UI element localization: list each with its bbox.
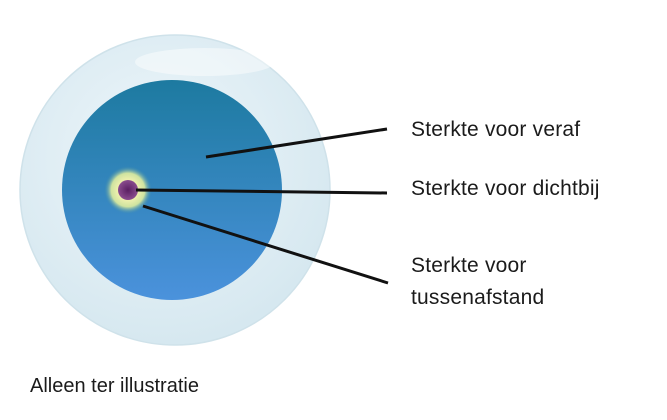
lens-highlight — [135, 48, 275, 76]
leader-line-far — [205, 127, 388, 159]
label-far-power: Sterkte voor veraf — [411, 118, 581, 141]
label-intermediate-line1: Sterkte voor — [411, 254, 527, 277]
label-near-power: Sterkte voor dichtbij — [411, 177, 600, 200]
leader-line-near — [135, 188, 388, 195]
illustration-caption: Alleen ter illustratie — [30, 375, 199, 397]
label-intermediate-line2: tussenafstand — [411, 286, 545, 309]
near-zone-center — [118, 180, 138, 200]
leader-line-intermediate — [142, 204, 389, 285]
label-intermediate-power: Sterkte voor tussenafstand — [411, 250, 611, 314]
